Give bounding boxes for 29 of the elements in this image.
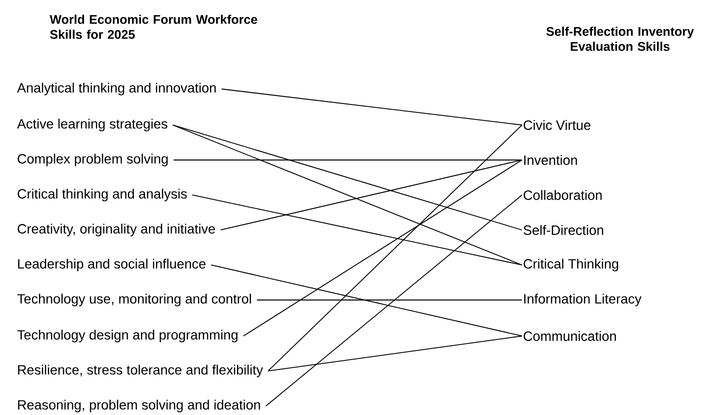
skill-label: Active learning strategies	[17, 118, 168, 132]
connector-line	[210, 264, 522, 336]
skill-label: Critical thinking and analysis	[18, 188, 187, 202]
connector-line	[242, 160, 522, 336]
connector-line	[172, 124, 522, 230]
column-heading: World Economic Forum Workforce Skills for 2025	[50, 14, 258, 39]
evaluation-skill-label: Critical Thinking	[524, 258, 618, 272]
skill-label: Analytical thinking and innovation	[17, 82, 216, 96]
skill-label: Leadership and social influence	[18, 258, 206, 272]
skill-label: Complex problem solving	[18, 154, 168, 166]
evaluation-skill-label: Invention	[524, 155, 577, 165]
evaluation-skill-label: Communication	[524, 331, 616, 341]
connector-line	[268, 336, 522, 372]
skill-label: Technology design and programming	[17, 330, 238, 342]
skill-label: Resilience, stress tolerance and flexibility	[18, 364, 264, 378]
evaluation-skill-label: Collaboration	[524, 190, 602, 200]
connector-line	[265, 194, 522, 406]
connector-line	[172, 124, 522, 266]
evaluation-skill-label: Civic Virtue	[524, 120, 590, 130]
column-heading: Self-Reflection Inventory Evaluation Skills	[546, 26, 694, 51]
connector-line	[192, 194, 522, 266]
evaluation-skill-label: Self-Direction	[524, 225, 604, 235]
connector-line	[220, 160, 522, 230]
skill-label: Technology use, monitoring and control	[17, 294, 251, 306]
connector-line	[268, 124, 522, 372]
evaluation-skill-label: Information Literacy	[524, 294, 642, 306]
connector-line	[221, 88, 522, 126]
skill-label: Creativity, originality and initiative	[18, 224, 215, 236]
skill-label: Reasoning, problem solving and ideation	[18, 400, 260, 412]
